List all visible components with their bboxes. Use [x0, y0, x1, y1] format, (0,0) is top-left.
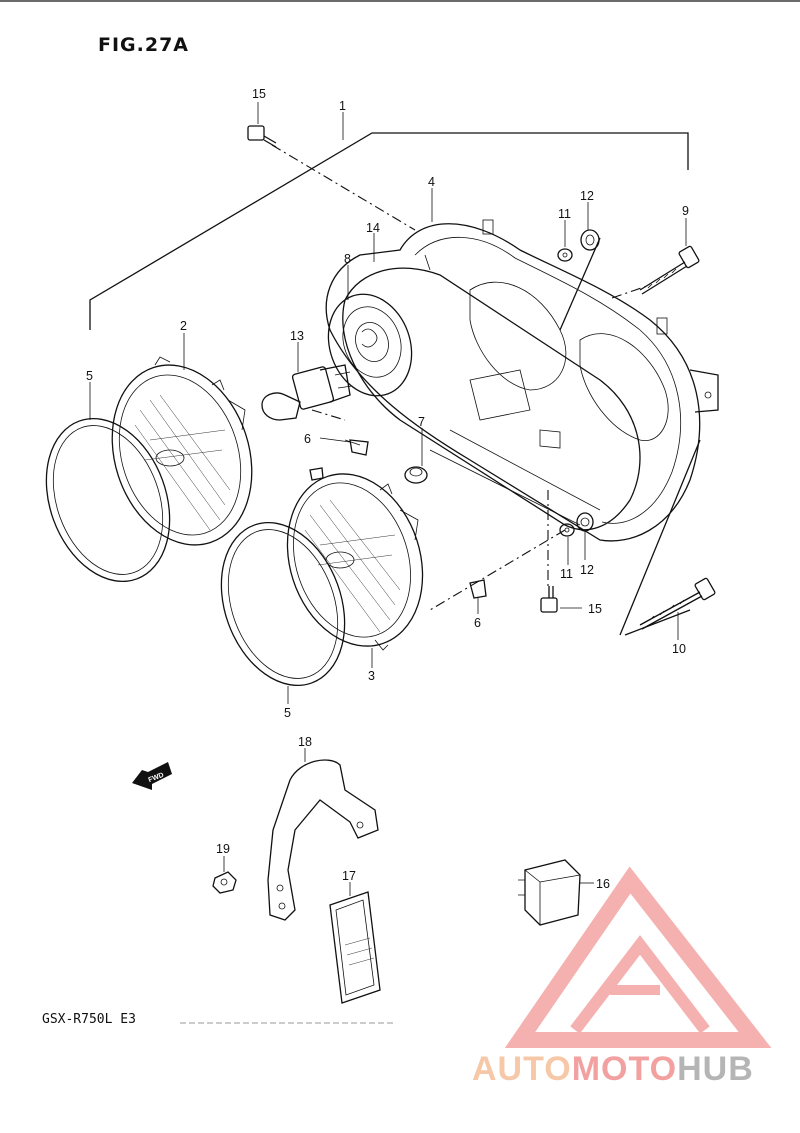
nut-12-lower [576, 512, 594, 532]
callout-4: 4 [428, 175, 435, 189]
callout-13: 13 [290, 329, 304, 343]
callout-17: 17 [342, 869, 356, 883]
callout-19: 19 [216, 842, 230, 856]
callout-2: 2 [180, 319, 187, 333]
watermark-logo-icon [504, 866, 772, 1048]
adjust-screw-9 [639, 245, 700, 295]
relay-16 [518, 859, 581, 926]
nut-12-upper [580, 229, 600, 251]
figure-title: FIG.27A [98, 34, 190, 56]
callout-9: 9 [682, 204, 689, 218]
washer-11-upper [557, 248, 573, 262]
callout-14: 14 [366, 221, 380, 235]
brand-part-hub: HUB [677, 1050, 754, 1088]
callout-18: 18 [298, 735, 312, 749]
headlight-lens-upper [111, 356, 253, 546]
grommet-7 [404, 466, 428, 484]
model-code: GSX-R750L E3 [42, 1012, 136, 1027]
callout-1: 1 [339, 99, 346, 113]
callout-11-lower: 11 [560, 567, 573, 581]
callout-leaders [89, 102, 687, 896]
callout-7: 7 [418, 415, 425, 429]
reflector-17 [329, 891, 381, 1004]
callout-8: 8 [344, 252, 351, 266]
clip-6-lower [469, 579, 487, 599]
callout-3: 3 [368, 669, 375, 683]
clip-6-upper [349, 439, 369, 456]
bracket-18 [267, 759, 379, 921]
callout-5-upper: 5 [86, 369, 93, 383]
headlight-housing [325, 219, 719, 542]
brand-part-auto: AUTO [472, 1050, 572, 1088]
callout-15-lower: 15 [588, 602, 602, 616]
headlight-lens-lower [286, 473, 424, 651]
forward-direction-arrow-icon: FWD [132, 762, 172, 790]
bulb-socket [327, 293, 413, 397]
adjust-screw-10 [639, 577, 716, 630]
headlight-rim-upper [45, 417, 171, 583]
callout-12-lower: 12 [580, 563, 594, 577]
bolt-15-lower [540, 586, 558, 613]
watermark-brand-text: AUTOMOTOHUB [472, 1050, 754, 1089]
brand-part-moto: MOTO [571, 1050, 678, 1088]
callout-6-upper: 6 [304, 432, 311, 446]
callout-16: 16 [596, 877, 610, 891]
callout-6-lower: 6 [474, 616, 481, 630]
nut-19 [212, 871, 237, 894]
clip-6-mid [309, 467, 324, 481]
washer-11-lower [559, 523, 575, 537]
assembly-bracket-1 [89, 132, 689, 330]
headlight-rim-lower [220, 521, 346, 687]
callout-15-upper: 15 [252, 87, 266, 101]
callout-11-upper: 11 [558, 207, 571, 221]
callout-5-lower: 5 [284, 706, 291, 720]
headlight-bulb-icon [261, 364, 353, 421]
callout-numbers: 15 1 4 14 8 11 12 9 2 5 13 7 6 11 12 15 … [86, 87, 689, 891]
leader-lines [271, 144, 701, 636]
bolt-15-upper [247, 125, 277, 148]
callout-10: 10 [672, 642, 686, 656]
callout-12-upper: 12 [580, 189, 594, 203]
